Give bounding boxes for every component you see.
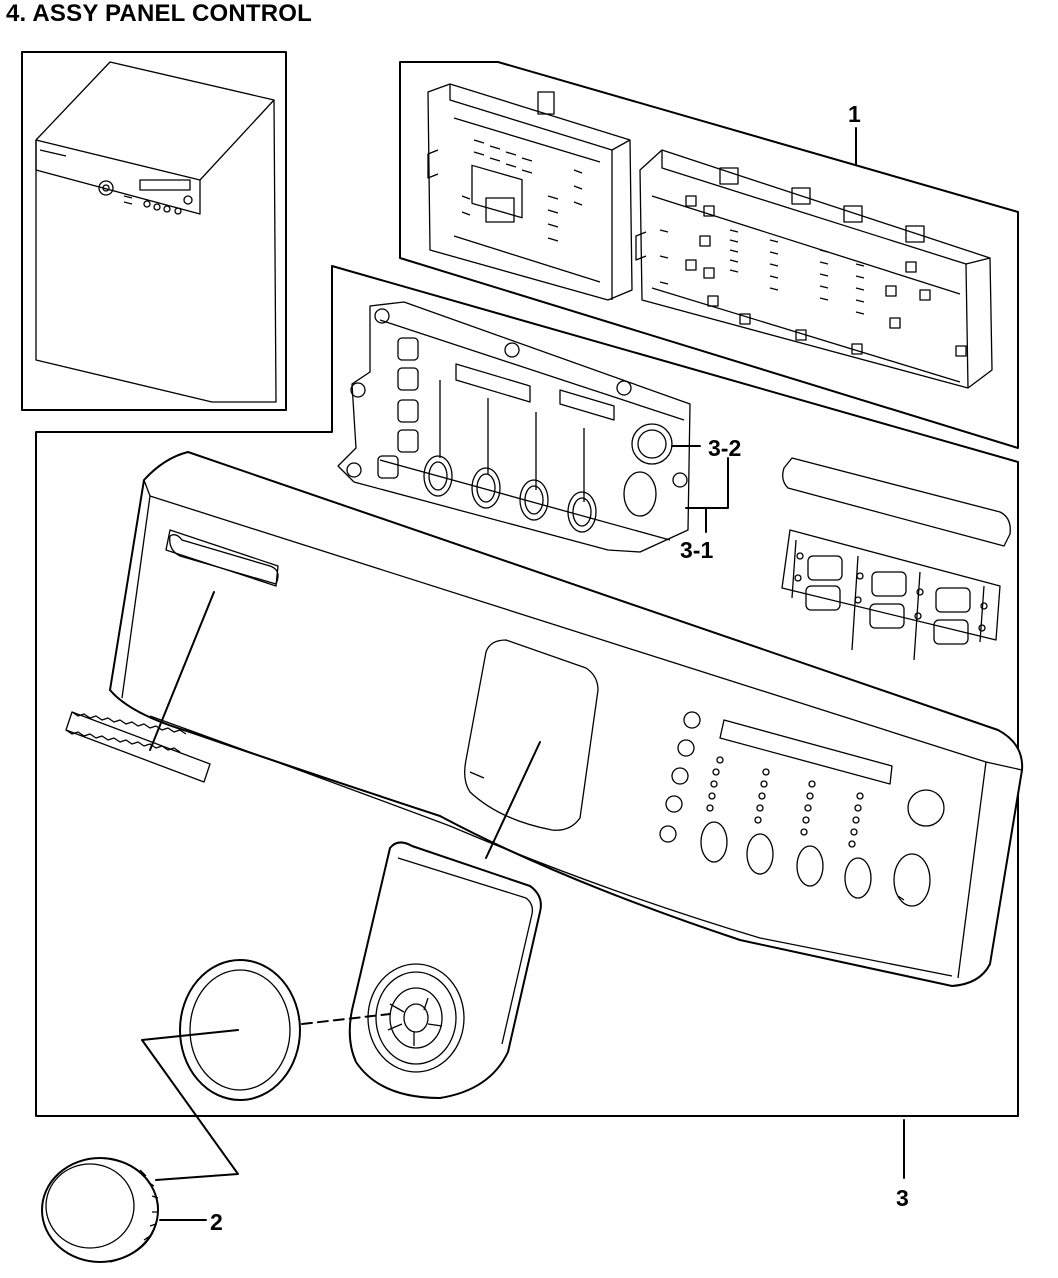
knob-housing — [348, 741, 542, 1099]
sub-pcb-button-holders — [423, 423, 673, 533]
control-knob — [41, 1029, 239, 1263]
model-badge-slot — [165, 529, 279, 587]
callout-part-2: 2 — [210, 1209, 223, 1235]
panel-window — [464, 639, 599, 831]
washer-overview-inset — [21, 51, 287, 411]
display-window-strip — [782, 457, 1011, 547]
panel-gasket-strips — [65, 534, 279, 783]
inset-frame — [21, 51, 287, 411]
leader-lines-sub-pcb — [671, 445, 729, 533]
option-buttons — [659, 711, 701, 843]
callout-part-1: 1 — [848, 101, 861, 127]
callout-part-3-2: 3-2 — [708, 435, 741, 461]
page-title: 4. ASSY PANEL CONTROL — [6, 0, 313, 27]
selection-buttons — [700, 789, 945, 907]
display-slot — [719, 719, 893, 785]
part-3-frame — [35, 265, 1019, 1117]
pcb-left-module — [427, 83, 633, 301]
knob-ring — [179, 959, 391, 1101]
callout-part-3-1: 3-1 — [680, 537, 713, 563]
washer-cabinet-drawing — [35, 61, 277, 403]
sub-pcb-tact-switches — [377, 337, 419, 479]
control-panel-body — [109, 451, 1024, 987]
pcb-housing-group — [399, 61, 1019, 449]
part-1-frame — [399, 61, 1019, 449]
sub-pcb-mount-bosses — [346, 308, 688, 488]
led-indicators — [706, 756, 864, 848]
pcb-right-module — [635, 149, 993, 389]
button-holder-bracket — [781, 529, 1001, 661]
leader-lines-main — [159, 127, 905, 1221]
sub-pcb-assembly — [337, 301, 691, 553]
callout-part-3: 3 — [896, 1185, 909, 1211]
